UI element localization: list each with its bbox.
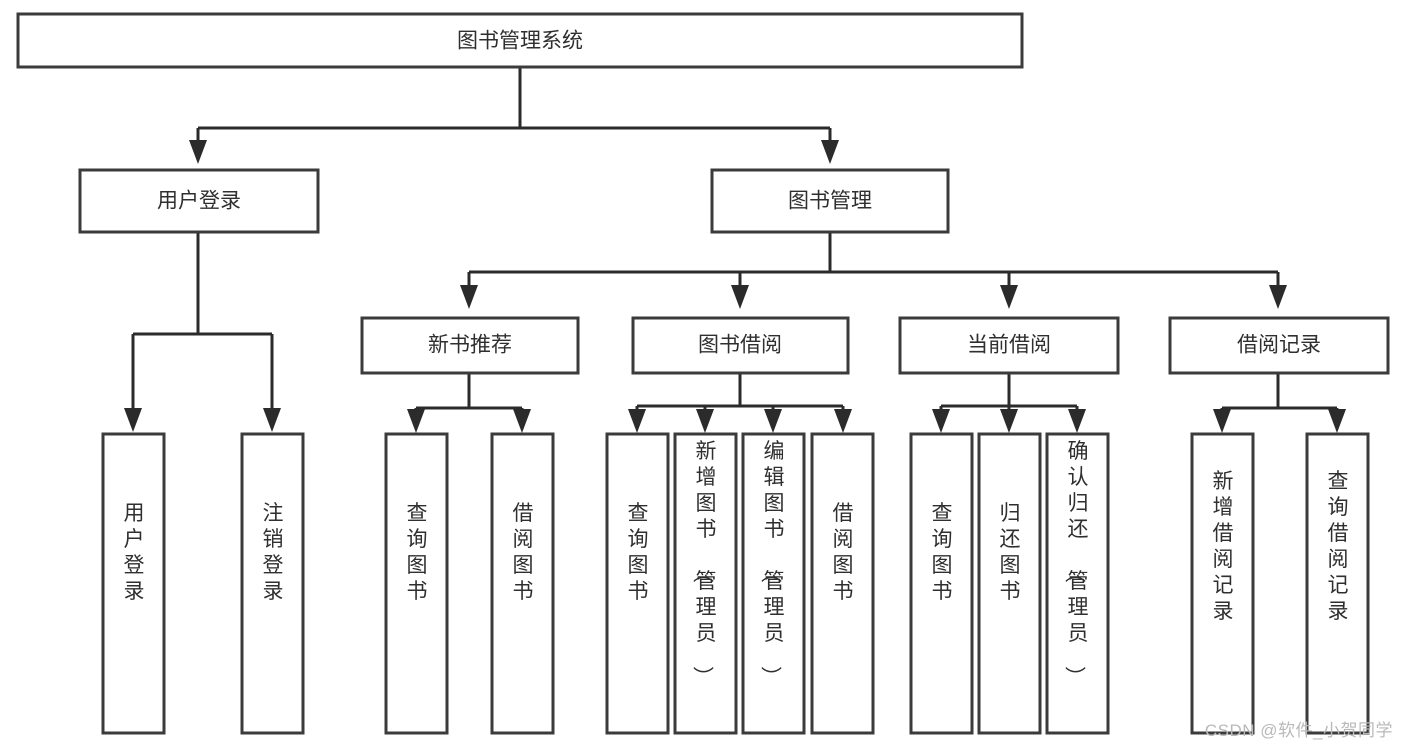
arrowhead-leaf-query-book-3 — [932, 409, 950, 433]
node-borrow-record-box[interactable] — [1168, 316, 1390, 375]
node-book-manage-label: 图书管理 — [788, 190, 872, 213]
node-leaf-query-borrow-record-label: 查询借阅记录 — [1328, 470, 1349, 623]
arrowhead-leaf-logout-login — [263, 408, 281, 432]
arrowhead-borrow-record — [1269, 285, 1287, 309]
node-leaf-logout-login-label: 注销登录 — [263, 502, 284, 603]
node-leaf-query-book-3-box[interactable] — [909, 432, 974, 735]
node-book-manage[interactable]: 图书管理 — [710, 168, 950, 234]
arrowhead-leaf-query-book-2 — [628, 409, 646, 433]
arrowhead-leaf-confirm-return — [1068, 409, 1086, 433]
node-user-login[interactable]: 用户登录 — [78, 168, 320, 234]
node-leaf-query-borrow-record-box[interactable] — [1305, 432, 1370, 735]
node-leaf-query-book-2-label: 查询图书 — [628, 502, 649, 603]
node-book-borrow[interactable]: 图书借阅 — [631, 316, 850, 375]
arrowhead-book-manage — [821, 140, 839, 164]
node-leaf-edit-book[interactable]: 编辑图书（管理员） — [741, 432, 806, 735]
arrowhead-leaf-return-book — [1000, 409, 1018, 433]
connector-group-current-borrow — [932, 373, 1086, 433]
connector-group-book-borrow — [628, 373, 852, 433]
node-leaf-query-book-2-box[interactable] — [605, 432, 670, 735]
node-leaf-return-book-label: 归还图书 — [1000, 502, 1021, 603]
arrowhead-leaf-add-book — [696, 409, 714, 433]
connector-group-book-manage — [460, 232, 1287, 309]
arrowhead-leaf-user-login — [124, 408, 142, 432]
node-root-box[interactable] — [16, 12, 1024, 69]
arrowhead-new-book-recommend — [460, 285, 478, 309]
node-leaf-return-book-box[interactable] — [977, 432, 1042, 735]
node-leaf-borrow-book-2-label: 借阅图书 — [833, 502, 854, 603]
arrowhead-user-login — [189, 140, 207, 164]
node-root[interactable]: 图书管理系统 — [16, 12, 1024, 69]
node-current-borrow[interactable]: 当前借阅 — [898, 316, 1120, 375]
node-leaf-logout-login-box[interactable] — [240, 432, 305, 735]
node-leaf-logout-login[interactable]: 注销登录 — [240, 432, 305, 735]
node-leaf-borrow-book-2[interactable]: 借阅图书 — [810, 432, 875, 735]
node-book-manage-box[interactable] — [710, 168, 950, 234]
node-leaf-user-login-label: 用户登录 — [124, 502, 145, 603]
node-borrow-record-label: 借阅记录 — [1237, 334, 1321, 357]
node-leaf-query-borrow-record[interactable]: 查询借阅记录 — [1305, 432, 1370, 735]
node-leaf-confirm-return-label: 确认归还（管理员） — [1063, 440, 1089, 687]
node-leaf-return-book[interactable]: 归还图书 — [977, 432, 1042, 735]
node-leaf-query-book-3[interactable]: 查询图书 — [909, 432, 974, 735]
node-user-login-box[interactable] — [78, 168, 320, 234]
node-current-borrow-label: 当前借阅 — [967, 334, 1051, 357]
node-leaf-confirm-return-box[interactable] — [1045, 432, 1110, 735]
node-leaf-user-login-box[interactable] — [101, 432, 166, 735]
connector-group-root — [189, 67, 839, 164]
arrowhead-leaf-query-borrow-record — [1328, 409, 1346, 433]
connector-group-user-login — [124, 232, 281, 432]
node-leaf-add-book-box[interactable] — [673, 432, 738, 735]
node-leaf-query-book-2[interactable]: 查询图书 — [605, 432, 670, 735]
node-leaf-add-book-label: 新增图书（管理员） — [691, 440, 717, 687]
node-leaf-borrow-book-1-box[interactable] — [490, 432, 555, 735]
node-book-borrow-box[interactable] — [631, 316, 850, 375]
node-new-book-recommend[interactable]: 新书推荐 — [360, 316, 580, 375]
node-new-book-recommend-box[interactable] — [360, 316, 580, 375]
node-leaf-borrow-book-2-box[interactable] — [810, 432, 875, 735]
node-current-borrow-box[interactable] — [898, 316, 1120, 375]
node-leaf-query-book-1-box[interactable] — [384, 432, 449, 735]
node-leaf-add-borrow-record-box[interactable] — [1190, 432, 1255, 735]
node-leaf-query-book-1-label: 查询图书 — [407, 502, 428, 603]
node-leaf-query-book-1[interactable]: 查询图书 — [384, 432, 449, 735]
node-borrow-record[interactable]: 借阅记录 — [1168, 316, 1390, 375]
node-leaf-borrow-book-1-label: 借阅图书 — [513, 502, 534, 603]
node-new-book-recommend-label: 新书推荐 — [428, 334, 512, 357]
arrowhead-leaf-add-borrow-record — [1213, 409, 1231, 433]
node-user-login-label: 用户登录 — [157, 190, 241, 213]
connector-group-new-book-recommend — [407, 373, 531, 433]
arrowhead-book-borrow — [731, 285, 749, 309]
node-book-borrow-label: 图书借阅 — [698, 334, 782, 357]
arrowhead-leaf-borrow-book-2 — [834, 409, 852, 433]
node-leaf-query-book-3-label: 查询图书 — [932, 502, 953, 603]
arrowhead-leaf-edit-book — [764, 409, 782, 433]
node-leaf-edit-book-box[interactable] — [741, 432, 806, 735]
node-leaf-add-book[interactable]: 新增图书（管理员） — [673, 432, 738, 735]
node-leaf-confirm-return[interactable]: 确认归还（管理员） — [1045, 432, 1110, 735]
arrowhead-leaf-borrow-book-1 — [513, 409, 531, 433]
arrowhead-leaf-query-book-1 — [407, 409, 425, 433]
connector-group-borrow-record — [1213, 373, 1346, 433]
arrowhead-current-borrow — [1000, 285, 1018, 309]
node-leaf-edit-book-label: 编辑图书（管理员） — [759, 440, 785, 687]
node-leaf-add-borrow-record-label: 新增借阅记录 — [1213, 470, 1234, 623]
node-leaf-user-login[interactable]: 用户登录 — [101, 432, 166, 735]
node-root-label: 图书管理系统 — [457, 30, 583, 53]
node-leaf-borrow-book-1[interactable]: 借阅图书 — [490, 432, 555, 735]
node-leaf-add-borrow-record[interactable]: 新增借阅记录 — [1190, 432, 1255, 735]
